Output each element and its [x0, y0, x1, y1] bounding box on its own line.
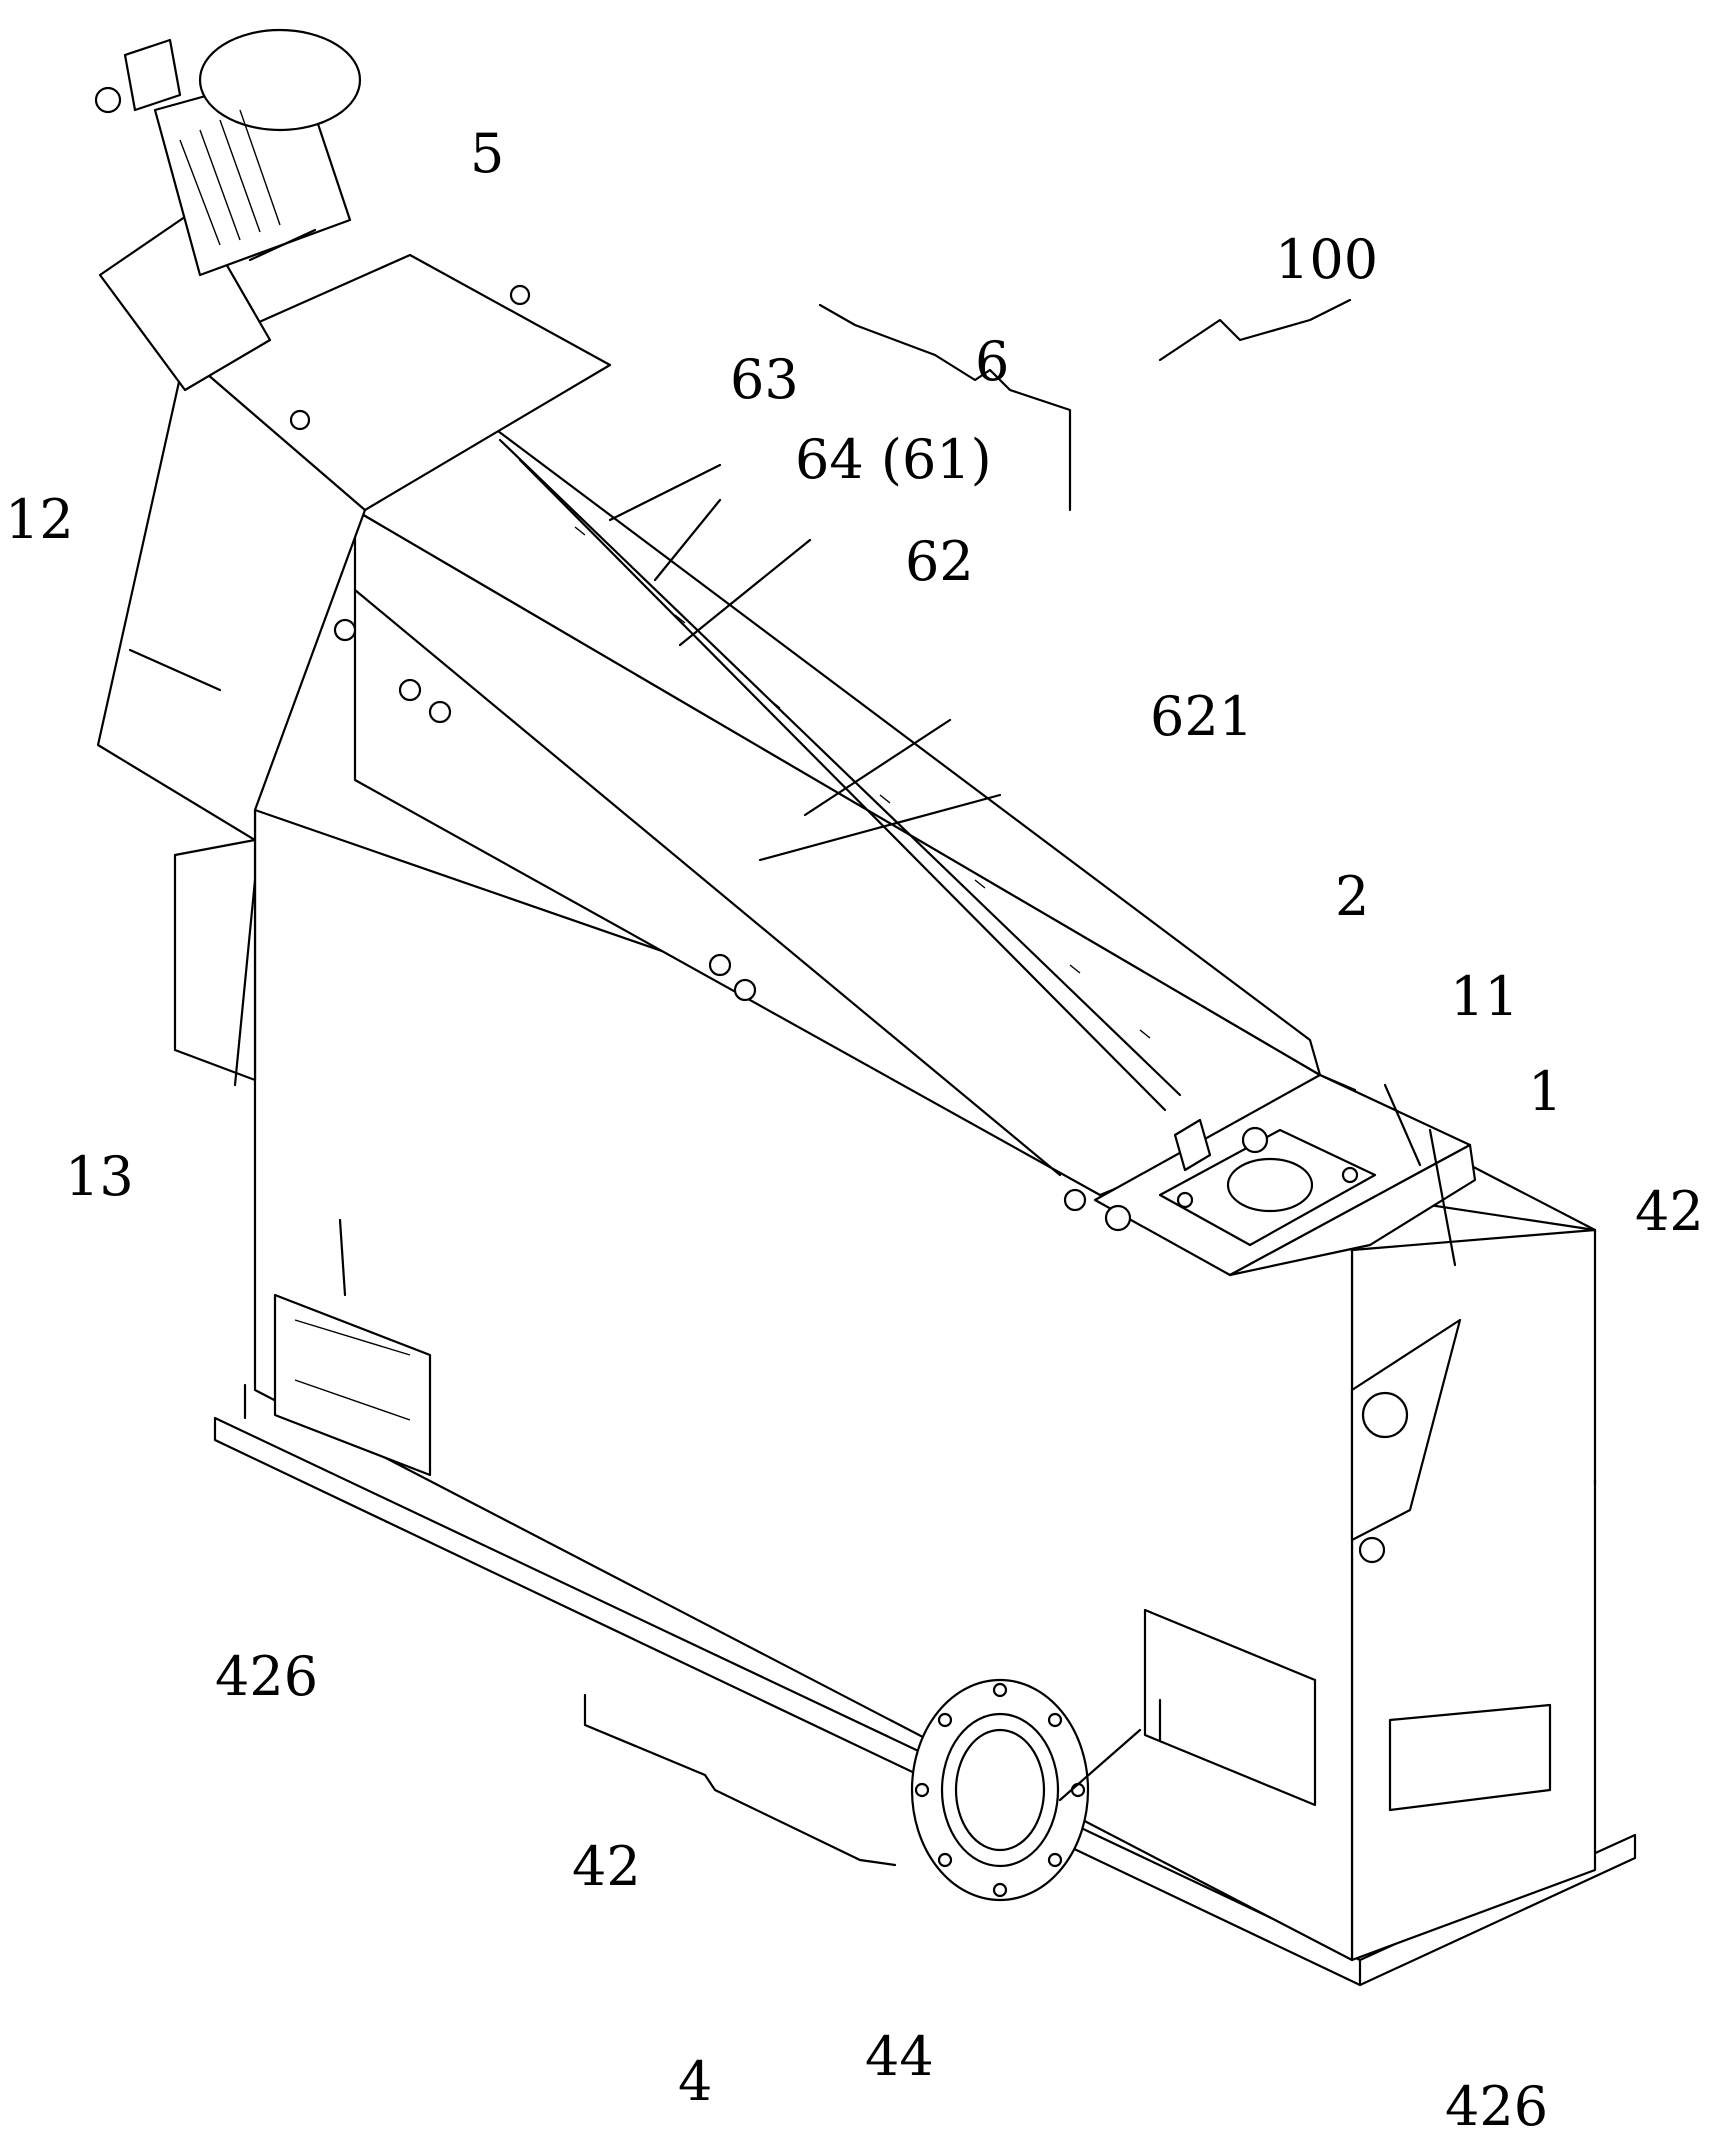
right-flange: [1350, 1318, 1462, 1564]
label-part-63: 63: [730, 348, 799, 411]
label-part-621: 621: [1150, 685, 1253, 748]
label-motor: 5: [470, 122, 504, 185]
label-part-62: 62: [905, 530, 974, 593]
label-tank-group: 4: [678, 2050, 712, 2113]
label-part-64: 64 (61): [795, 428, 992, 491]
group-brackets: [583, 298, 1352, 1867]
label-tank-side-front: 42: [572, 1835, 641, 1898]
label-assembly: 100: [1275, 228, 1378, 291]
label-part-13: 13: [65, 1145, 134, 1208]
label-window-left: 426: [215, 1645, 318, 1708]
discharge-hood: [96, 253, 612, 1087]
label-part-11: 11: [1450, 965, 1519, 1028]
outlet-flange: [910, 1678, 1090, 1902]
label-tank-side-right: 42: [1635, 1180, 1704, 1243]
front-side-panel: [253, 808, 1354, 1962]
reference-labels: 100 5 6 63 64 (61) 62 621 12 13 2 11 1 4…: [5, 122, 1704, 2138]
base-rail: [213, 1383, 1637, 1987]
label-part-12: 12: [5, 488, 74, 551]
label-screen-group: 6: [975, 330, 1009, 393]
side-bolts: [333, 618, 1087, 1212]
motor: [94, 28, 362, 392]
label-part-2: 2: [1335, 865, 1369, 928]
leader-lines: [128, 228, 1597, 1802]
inlet-assembly: [1093, 1073, 1477, 1277]
label-window-right: 426: [1445, 2075, 1548, 2138]
label-base-rail: 44: [865, 2025, 934, 2088]
label-part-1: 1: [1528, 1060, 1562, 1123]
